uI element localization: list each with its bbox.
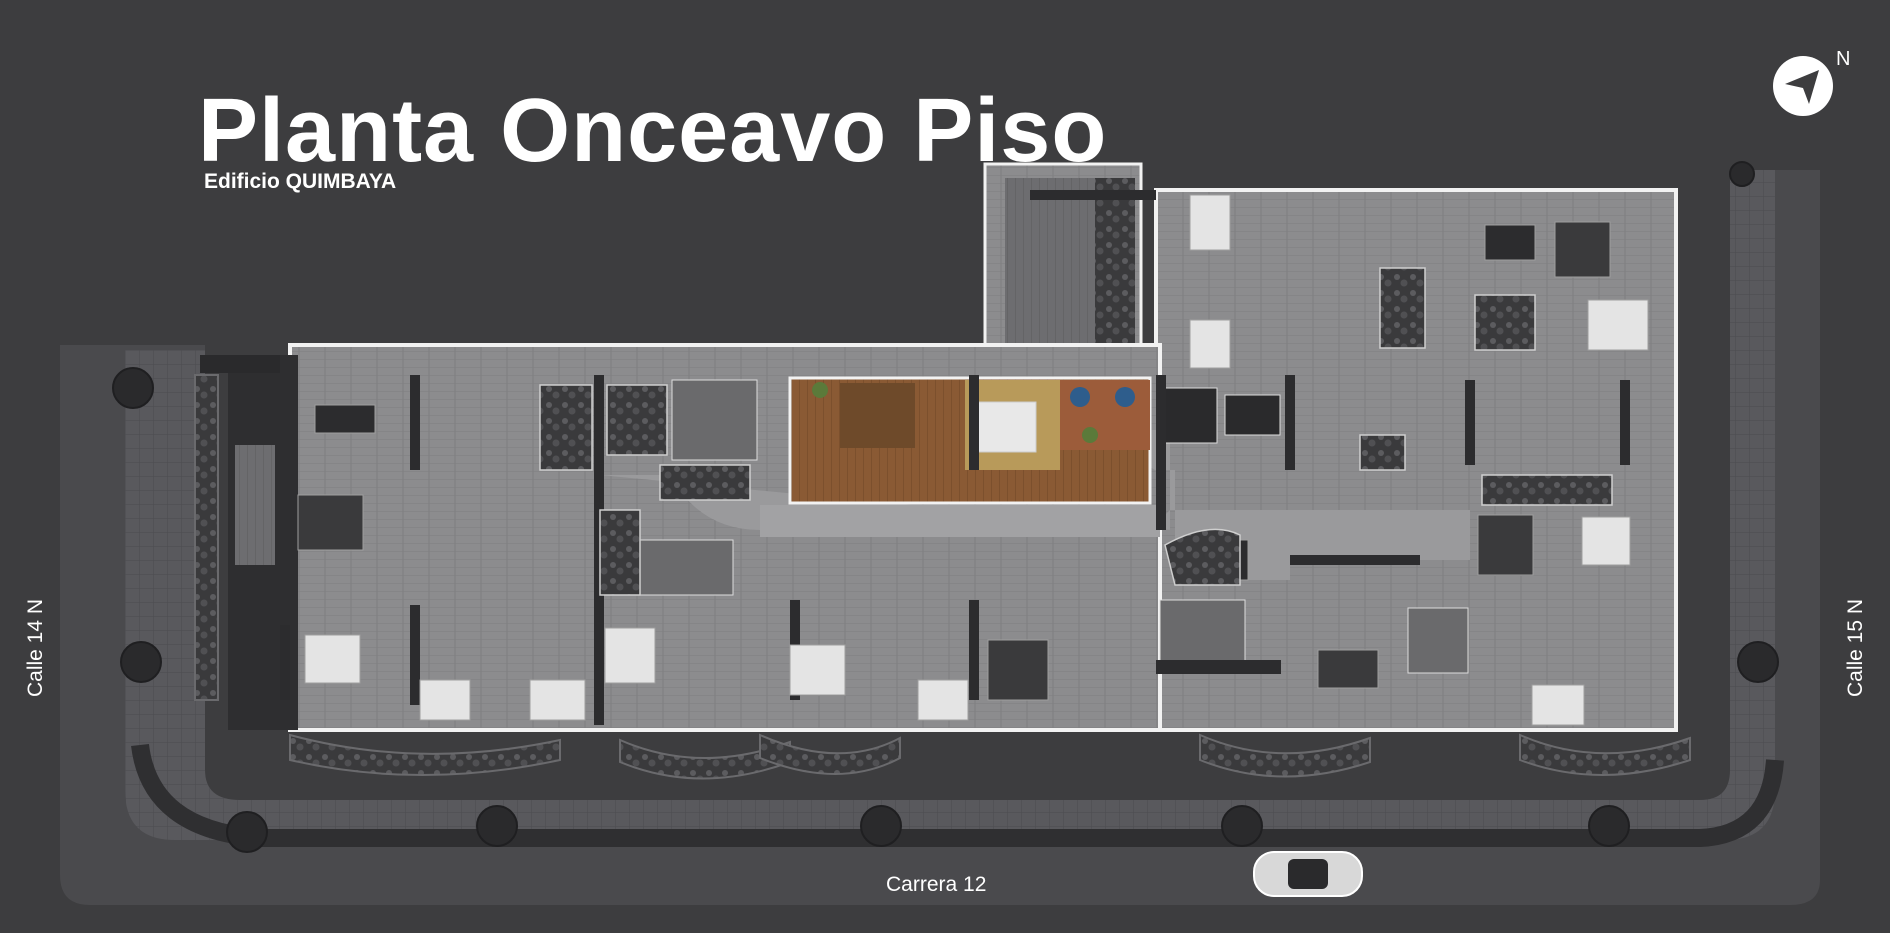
walls <box>280 190 1630 725</box>
stairs <box>632 379 1469 674</box>
tree <box>1737 641 1779 683</box>
tree <box>1729 161 1755 187</box>
page-subtitle: Edificio QUIMBAYA <box>204 170 397 193</box>
compass-label: N <box>1836 48 1851 70</box>
courtyards <box>539 267 1613 596</box>
tree <box>476 805 518 847</box>
planters <box>194 374 1691 780</box>
page-title: Planta Onceavo Piso <box>198 81 1108 181</box>
trees <box>112 161 1779 853</box>
tree <box>860 805 902 847</box>
tree <box>1588 805 1630 847</box>
car <box>1253 851 1363 897</box>
building <box>200 162 1678 732</box>
street-label-right: Calle 15 N <box>1844 598 1867 698</box>
tree <box>226 811 268 853</box>
north-arrow-icon <box>1773 56 1833 116</box>
street-label-bottom: Carrera 12 <box>886 873 987 896</box>
tree <box>120 641 162 683</box>
street-label-left: Calle 14 N <box>24 598 47 698</box>
tree <box>1221 805 1263 847</box>
tree <box>112 367 154 409</box>
